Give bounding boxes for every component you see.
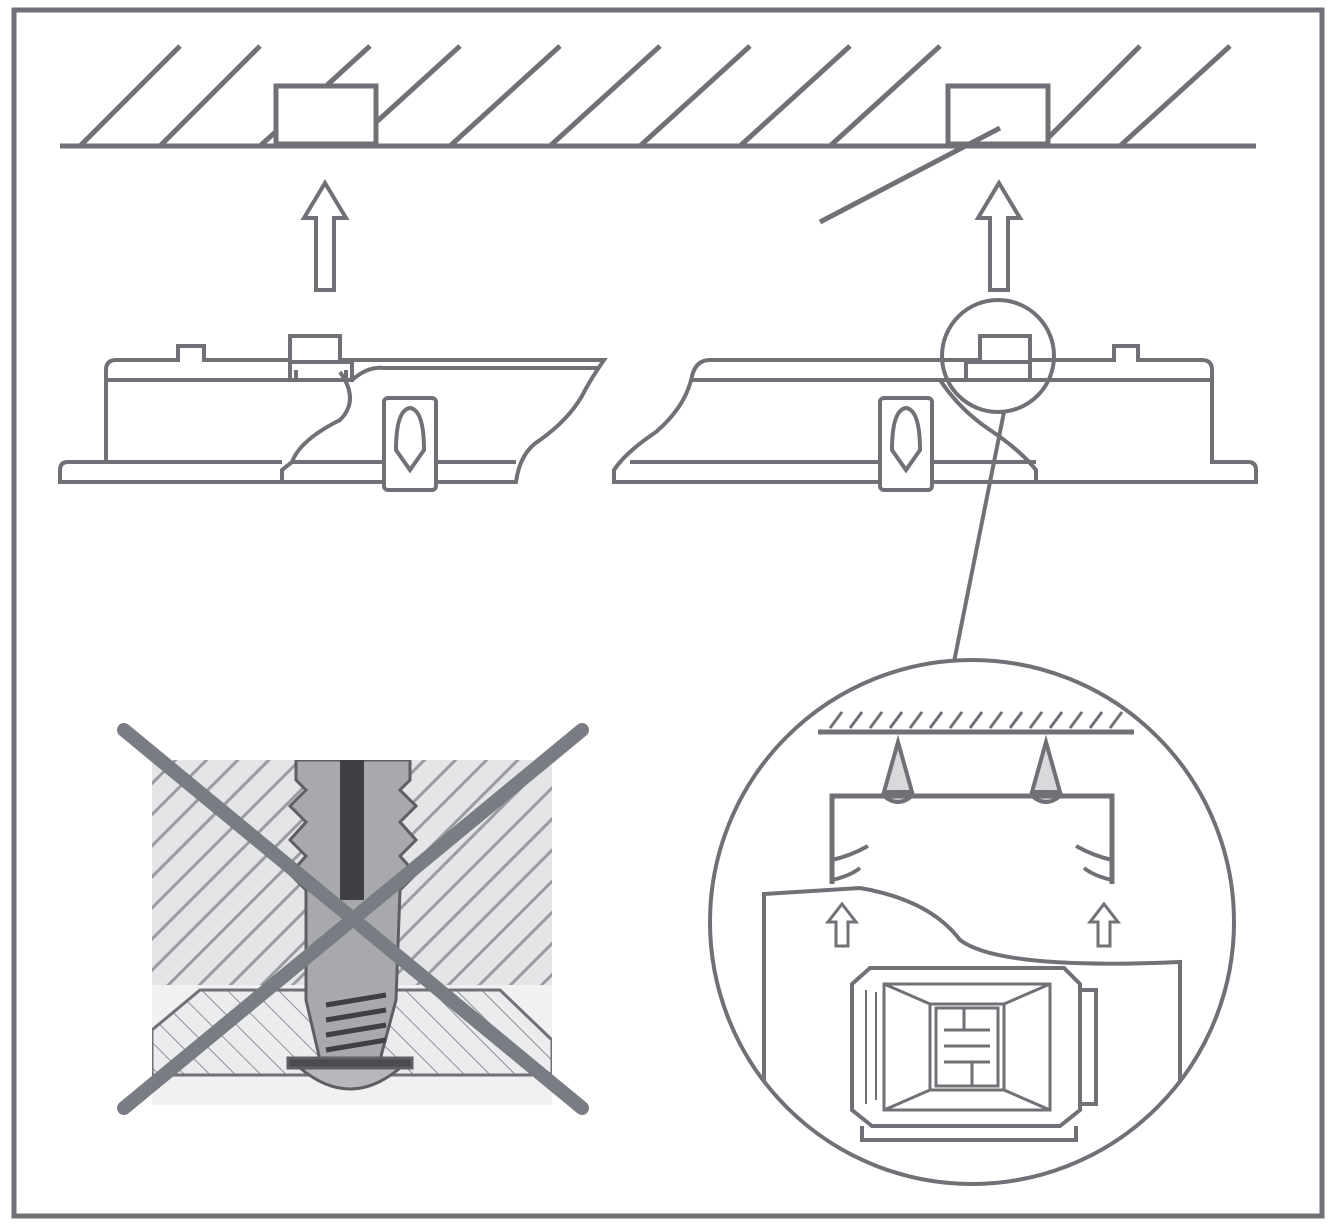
up-arrow-icon — [824, 901, 860, 948]
lamp-panel-right — [612, 334, 1258, 492]
wrong-anchor-method — [117, 723, 589, 1115]
spring-clip-detail — [850, 966, 1098, 1142]
prohibited-cross-icon — [117, 723, 589, 1115]
up-arrow-icon — [974, 179, 1024, 292]
ceiling-bracket-left — [273, 83, 379, 147]
spring-clip-right — [878, 396, 934, 492]
outer-frame — [11, 7, 1325, 1219]
up-arrow-icon — [300, 179, 350, 292]
ceiling — [60, 44, 1256, 225]
ceiling-bracket-right — [945, 83, 1051, 147]
clip-detail-magnified — [708, 658, 1236, 1186]
mounting-bracket — [829, 793, 1115, 884]
ceiling-cable — [818, 125, 1002, 225]
up-arrow-icon — [1086, 901, 1122, 948]
magnifier-circle — [940, 298, 1056, 663]
lamp-panel-left — [58, 334, 608, 492]
spring-clip-left — [382, 396, 438, 492]
ceiling-hatching — [78, 44, 1232, 146]
